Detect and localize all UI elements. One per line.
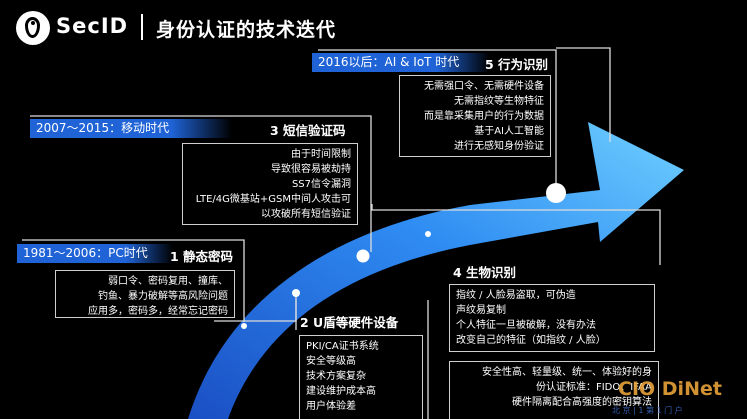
stage-4-line: 指纹 / 人脸易盗取，可伪造 [456,290,576,301]
stage-2-title: 2 U盾等硬件设备 [300,315,399,330]
stage-4-box: 指纹 / 人脸易盗取，可伪造 声纹易复制 个人特征一旦被破解，没有办法 改变自己… [449,284,655,352]
stage-2-line: 用户体验差 [306,401,356,412]
stage-1-line: 弱口令、密码复用、撞库、 [108,276,228,287]
stage-2-line: 安全等级高 [306,356,356,367]
stage-3-line: 以攻破所有短信验证 [261,209,351,220]
stage-3-line: LTE/4G微基站+GSM中间人攻击可 [195,194,351,205]
stage-3-box: 由于时间限制 导致很容易被劫持 SS7信令漏洞 LTE/4G微基站+GSM中间人… [182,143,358,225]
stage-5-box: 无需强口令、无需硬件设备 无需指纹等生物特征 而是靠采集用户的行为数据 基于AI… [399,75,551,157]
secid-logo-icon [16,11,50,45]
stage-5-line: 而是靠采集用户的行为数据 [424,111,544,122]
stage-4-line: 个人特征一旦被破解，没有办法 [456,320,596,331]
stage-2-line: 建设维护成本高 [306,386,376,397]
stage-4-extra-line: 安全性高、轻量级、统一、体验好的身 [482,367,652,378]
stage-5-line: 无需指纹等生物特征 [454,96,544,107]
stage-1-title: 1 静态密码 [170,249,234,264]
stage-5-line: 无需强口令、无需硬件设备 [424,81,544,92]
logo-text: SecID [56,14,129,38]
era-label-ai-iot: 2016以后：AI & IoT 时代 [312,53,490,72]
stage-3-line: SS7信令漏洞 [291,179,351,190]
stage-1-line: 钓鱼、暴力破解等高风险问题 [98,291,228,302]
watermark-sub: 北 京 | 1 第 1 门 户 [612,406,683,415]
stage-3-line: 导致很容易被劫持 [271,164,351,175]
stage-5-line: 进行无感知身份验证 [454,141,544,152]
header-divider [141,14,143,40]
stage-1-box: 弱口令、密码复用、撞库、 钓鱼、暴力破解等高风险问题 应用多，密码多，经常忘记密… [55,270,235,318]
stage-2-line: PKI/CA证书系统 [306,341,379,352]
stage-4-extra-box: 安全性高、轻量级、统一、体验好的身 份认证标准：FIDO、IFAA 硬件隔离配合… [449,361,659,419]
era-label-pc: 1981～2006：PC时代 [17,244,173,263]
stage-4-extra-line: 硬件隔离配合高强度的密钥算法 [512,397,652,408]
stage-2-line: 技术方案复杂 [306,371,366,382]
stage-4-line: 声纹易复制 [456,305,506,316]
watermark-brand: CIO DiNet [618,378,722,400]
stage-4-extra-line: 份认证标准：FIDO、IFAA [535,382,652,393]
page-title: 身份认证的技术迭代 [156,19,337,41]
timeline-nodes [241,183,566,329]
stage-2-box: PKI/CA证书系统 安全等级高 技术方案复杂 建设维护成本高 用户体验差 [299,335,423,419]
stage-3-line: 由于时间限制 [291,149,351,160]
stage-4-line: 改变自己的特征（如指纹 / 人脸） [456,335,606,346]
stage-4-title: 4 生物识别 [453,265,517,280]
stage-5-title: 5 行为识别 [485,57,549,72]
stage-5-line: 基于AI人工智能 [474,126,544,137]
stage-1-line: 应用多，密码多，经常忘记密码 [88,306,228,317]
stage-3-title: 3 短信验证码 [270,123,346,138]
connector-lines [22,47,661,419]
era-label-mobile: 2007～2015：移动时代 [30,119,232,138]
